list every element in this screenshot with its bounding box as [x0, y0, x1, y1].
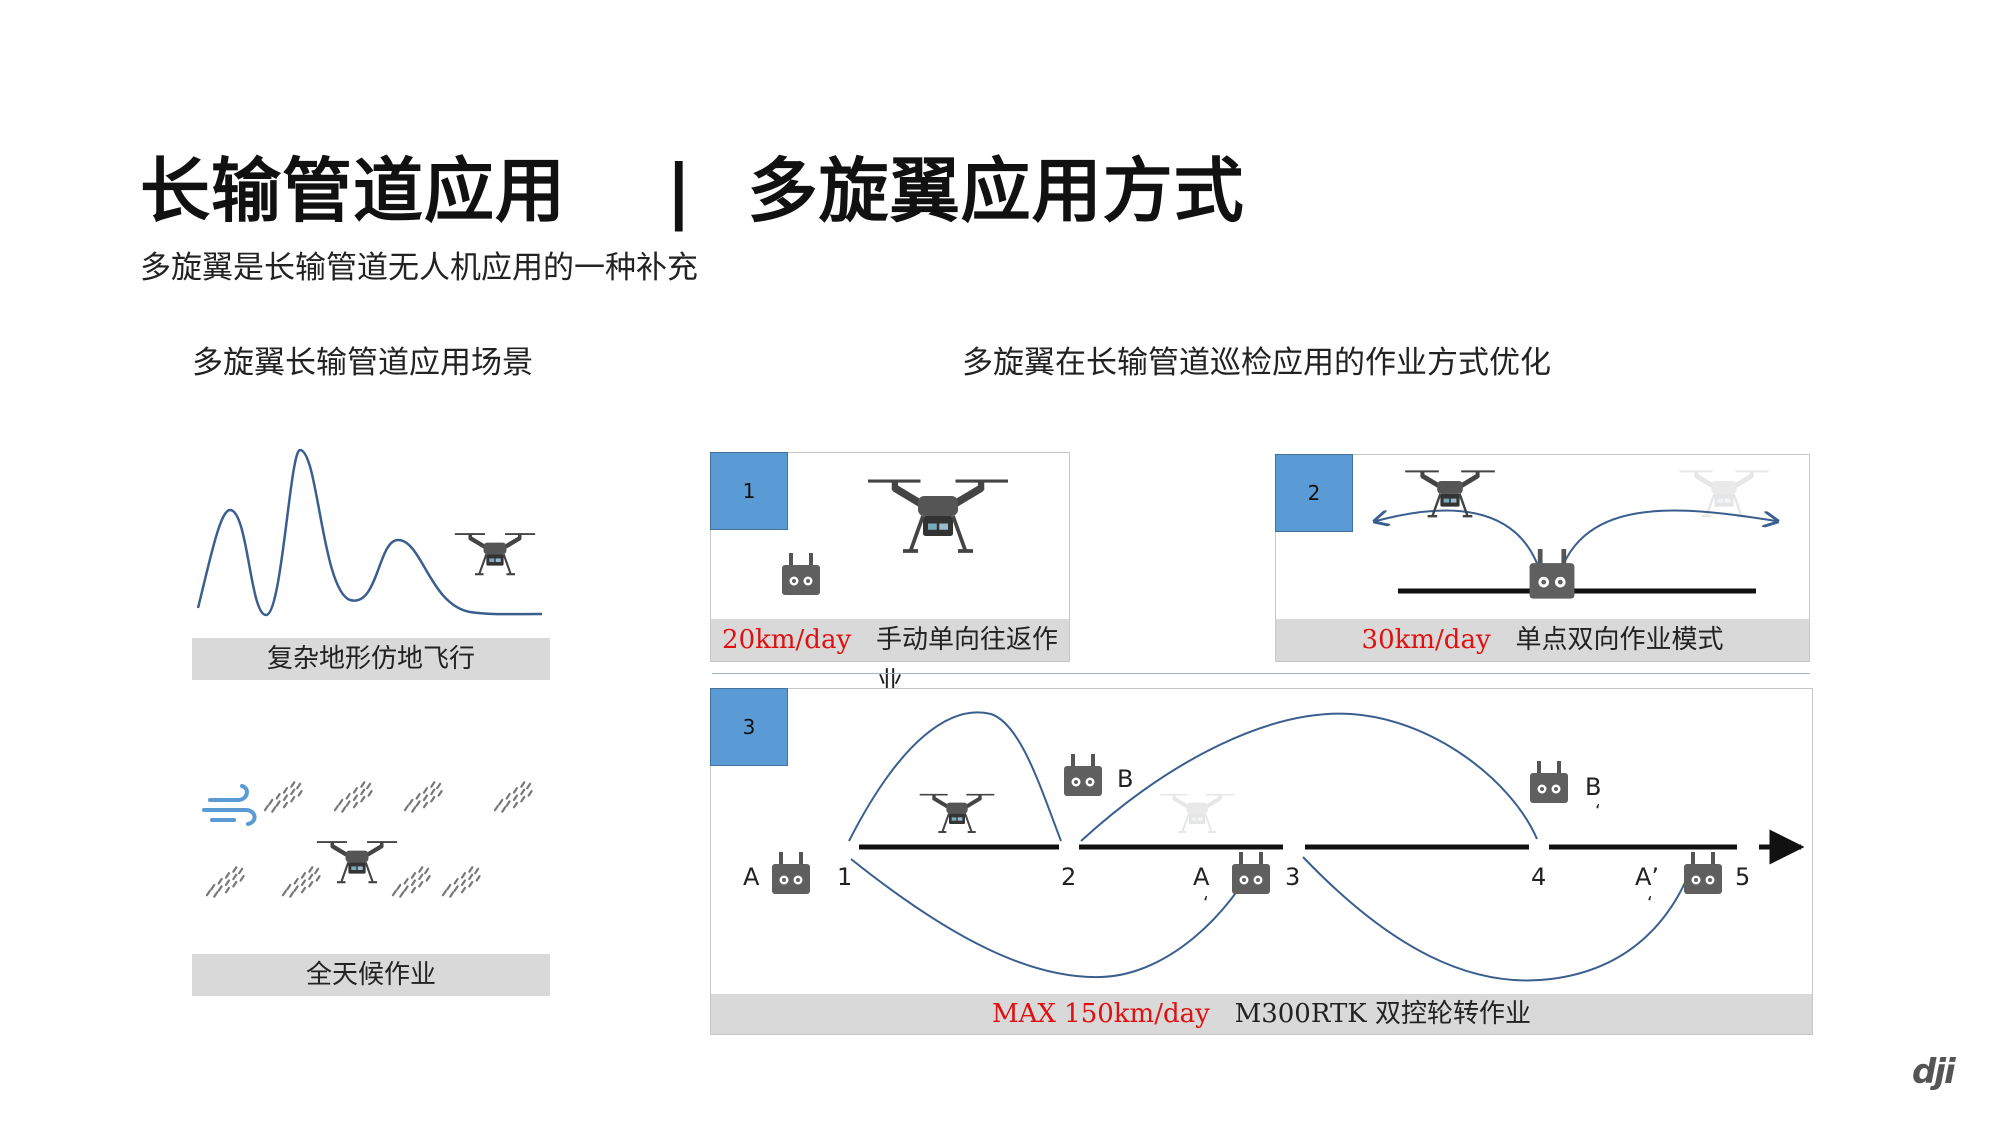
speed-label: 20km/day	[722, 625, 852, 655]
drone-icon	[1405, 471, 1495, 517]
rain-icon	[263, 781, 303, 813]
relay-diagram: A B A B A’ ‘ ‘ ‘ 1 2 3 4 5	[743, 711, 1805, 982]
controller-label: B	[1117, 765, 1133, 793]
mode-label: 单点双向作业模式	[1515, 625, 1724, 655]
rain-icon	[391, 866, 431, 898]
remote-controller-icon	[1530, 761, 1568, 803]
mode-badge-1: 1	[710, 452, 788, 530]
title-left: 长输管道应用	[140, 150, 566, 232]
title-separator: |	[666, 150, 693, 232]
waypoint-label: 1	[837, 863, 852, 891]
mode-label: M300RTK 双控轮转作业	[1234, 999, 1531, 1029]
rain-icon	[493, 781, 533, 813]
rain-icon	[441, 866, 481, 898]
wind-icon	[202, 784, 257, 826]
mode-caption-2: 30km/day 单点双向作业模式	[1276, 619, 1809, 661]
section-divider	[712, 673, 1810, 674]
flight-path-left	[1376, 509, 1545, 588]
waypoint-label: 5	[1735, 863, 1750, 891]
right-section-title: 多旋翼在长输管道巡检应用的作业方式优化	[962, 345, 1551, 381]
mode-caption-1: 20km/day 手动单向往返作业	[711, 619, 1069, 697]
scene-caption-all-weather: 全天候作业	[192, 954, 550, 996]
dji-logo: dji	[1912, 1052, 1956, 1092]
flight-path-right	[1555, 509, 1776, 588]
rain-icon	[205, 866, 245, 898]
mode-panel-2: 30km/day 单点双向作业模式	[1275, 454, 1810, 662]
rain-icon	[281, 866, 321, 898]
waypoint-label: 4	[1531, 863, 1546, 891]
controller-label: B	[1585, 773, 1601, 801]
remote-controller-icon	[1232, 852, 1270, 894]
mode-label: 手动单向往返作业	[875, 625, 1058, 697]
speed-label: MAX 150km/day	[991, 999, 1210, 1029]
mode-badge-2: 2	[1275, 454, 1353, 532]
title-right: 多旋翼应用方式	[747, 150, 1245, 232]
remote-controller-icon	[782, 553, 820, 595]
terrain-curve	[196, 448, 543, 617]
scene-caption-terrain: 复杂地形仿地飞行	[192, 638, 550, 680]
mode-badge-3: 3	[710, 688, 788, 766]
flight-arcs	[848, 711, 1692, 982]
left-section-title: 多旋翼长输管道应用场景	[192, 345, 533, 381]
all-weather-illustration	[202, 781, 533, 898]
controller-label: A’	[1635, 863, 1659, 891]
remote-controller-icon	[772, 852, 810, 894]
drone-icon	[455, 533, 535, 574]
drone-icon	[868, 480, 1008, 551]
waypoint-label: 3	[1285, 863, 1300, 891]
remote-controller-icon	[1064, 754, 1102, 796]
terrain-following-illustration	[196, 448, 543, 617]
prime-mark: ‘	[1647, 893, 1653, 914]
prime-mark: ‘	[1595, 801, 1601, 822]
mode-panel-3: A B A B A’ ‘ ‘ ‘ 1 2 3 4 5 MAX 150km/day…	[710, 688, 1813, 1035]
drone-icon	[317, 841, 397, 882]
drone-faded-icon	[1160, 794, 1235, 832]
waypoint-label: 2	[1061, 863, 1076, 891]
remote-controller-icon	[1684, 852, 1722, 894]
rain-icon	[333, 781, 373, 813]
drone-faded-icon	[1679, 471, 1769, 517]
page-subtitle: 多旋翼是长输管道无人机应用的一种补充	[140, 250, 698, 286]
controller-label: A	[743, 863, 760, 891]
page-title: 长输管道应用 | 多旋翼应用方式	[140, 135, 1245, 236]
controller-label: A	[1193, 863, 1210, 891]
mode-panel-1: 20km/day 手动单向往返作业	[710, 452, 1070, 697]
mode-caption-3: MAX 150km/day M300RTK 双控轮转作业	[711, 994, 1812, 1034]
drone-icon	[920, 794, 995, 832]
prime-mark: ‘	[1203, 893, 1209, 914]
speed-label: 30km/day	[1361, 625, 1491, 655]
rain-icon	[403, 781, 443, 813]
